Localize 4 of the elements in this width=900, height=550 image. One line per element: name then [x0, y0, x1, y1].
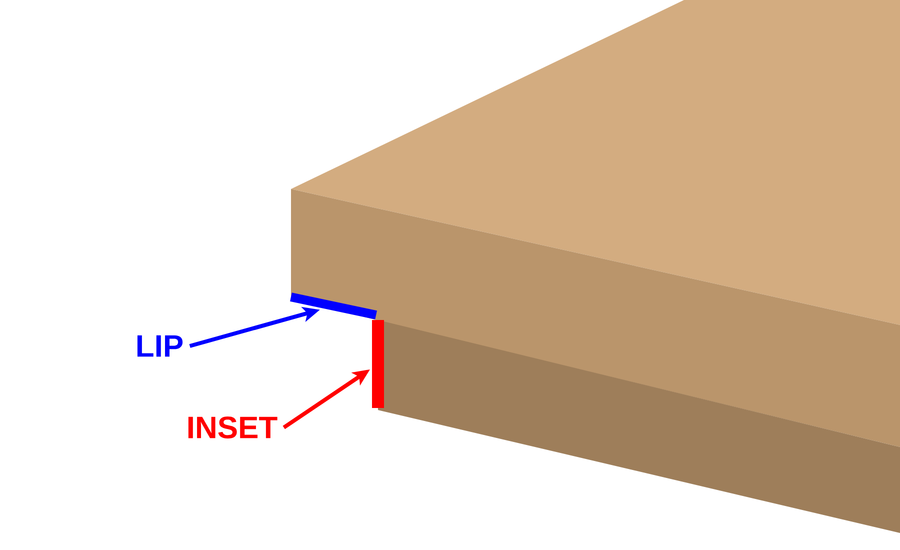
part-label: INSET [188, 416, 278, 438]
marker-bar [290, 292, 377, 320]
part-label: LIP [137, 335, 183, 357]
marker-bar [372, 320, 384, 408]
